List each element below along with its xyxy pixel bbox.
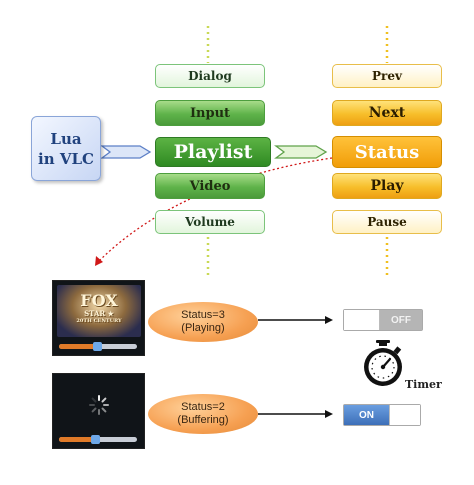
dialog-label: Dialog bbox=[188, 69, 232, 83]
prev-box: Prev bbox=[332, 64, 442, 88]
fox-logo: FOX STAR ★ 20TH CENTURY bbox=[71, 293, 127, 331]
video-screen-playing: FOX STAR ★ 20TH CENTURY bbox=[52, 280, 145, 356]
playlist-box: Playlist bbox=[155, 137, 271, 167]
prev-label: Prev bbox=[372, 69, 402, 83]
video-box: Video bbox=[155, 173, 265, 199]
status-link-curve bbox=[97, 157, 333, 263]
play-box: Play bbox=[332, 173, 442, 199]
toggle-off-track: OFF bbox=[380, 310, 422, 330]
status-buffering-line1: Status=2 bbox=[181, 401, 225, 413]
status-buffering-ellipse: Status=2 (Buffering) bbox=[148, 394, 258, 434]
input-label: Input bbox=[189, 105, 231, 121]
playing-arrow-head bbox=[325, 316, 333, 324]
lua-line2: in VLC bbox=[38, 149, 94, 168]
status-box: Status bbox=[332, 136, 442, 168]
stopwatch-icon bbox=[361, 340, 405, 388]
toggle-on-knob bbox=[389, 405, 420, 425]
status-playing-line2: (Playing) bbox=[181, 322, 225, 334]
loading-spinner-icon bbox=[88, 394, 110, 416]
toggle-on-label: ON bbox=[359, 409, 374, 421]
volume-label: Volume bbox=[185, 215, 235, 229]
pause-box: Pause bbox=[332, 210, 442, 234]
lua-line1: Lua bbox=[50, 129, 82, 148]
logo-line3: 20TH CENTURY bbox=[76, 318, 122, 324]
timer-toggle-on[interactable]: ON bbox=[343, 404, 421, 426]
status-label: Status bbox=[354, 141, 420, 163]
seek-bar-playing[interactable] bbox=[59, 342, 137, 351]
logo-line2: STAR ★ bbox=[84, 309, 114, 318]
video-label: Video bbox=[189, 178, 231, 194]
toggle-off-knob bbox=[344, 310, 380, 330]
toggle-off-label: OFF bbox=[391, 314, 411, 326]
playlist-to-status-arrow bbox=[274, 145, 328, 159]
status-buffering-line2: (Buffering) bbox=[177, 414, 229, 426]
seek-bar-playing-thumb[interactable] bbox=[93, 342, 102, 351]
status-playing-line1: Status=3 bbox=[181, 309, 225, 321]
lua-in-vlc-box: Lua in VLC bbox=[31, 116, 101, 181]
playlist-label: Playlist bbox=[173, 141, 253, 163]
volume-box: Volume bbox=[155, 210, 265, 234]
input-box: Input bbox=[155, 100, 265, 126]
next-box: Next bbox=[332, 100, 442, 126]
pause-label: Pause bbox=[367, 215, 407, 229]
movie-frame: FOX STAR ★ 20TH CENTURY bbox=[57, 285, 141, 337]
seek-bar-buffering-fill bbox=[59, 437, 93, 442]
timer-toggle-off[interactable]: OFF bbox=[343, 309, 423, 331]
toggle-on-track: ON bbox=[344, 405, 389, 425]
status-link-arrowhead bbox=[95, 256, 103, 266]
seek-bar-playing-fill bbox=[59, 344, 95, 349]
status-playing-ellipse: Status=3 (Playing) bbox=[148, 302, 258, 342]
video-screen-buffering bbox=[52, 373, 145, 449]
seek-bar-buffering[interactable] bbox=[59, 435, 137, 444]
seek-bar-buffering-thumb[interactable] bbox=[91, 435, 100, 444]
next-label: Next bbox=[368, 105, 406, 121]
play-label: Play bbox=[370, 178, 404, 194]
timer-label: Timer bbox=[405, 378, 442, 391]
logo-line1: FOX bbox=[80, 291, 118, 310]
buffering-arrow-head bbox=[325, 410, 333, 418]
lua-to-playlist-arrow bbox=[100, 145, 152, 159]
dialog-box: Dialog bbox=[155, 64, 265, 88]
